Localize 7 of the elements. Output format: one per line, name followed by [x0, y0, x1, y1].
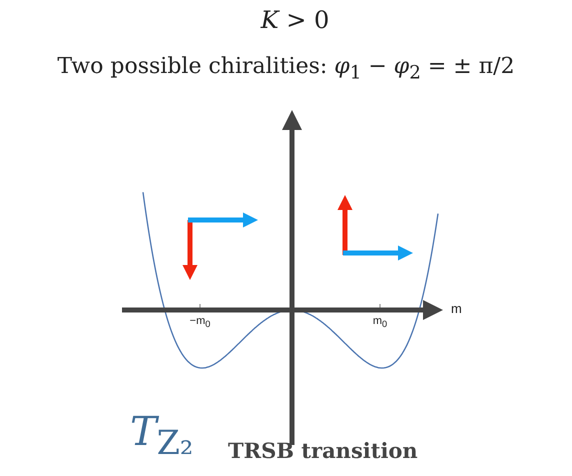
transition-symbol: T$_{Z₂}$ — [130, 412, 194, 460]
tick-label: −m$_{0}$ — [190, 316, 210, 330]
tick-label: m$_{0}$ — [372, 316, 388, 330]
condition-label: K > 0 — [260, 8, 330, 32]
transition-label: TRSB transition — [228, 440, 418, 461]
axis-label: m — [451, 302, 462, 315]
chirality-label: Two possible chiralities: φ$_{1}$ − φ$_{2}$ = ± π/2 — [57, 56, 515, 83]
